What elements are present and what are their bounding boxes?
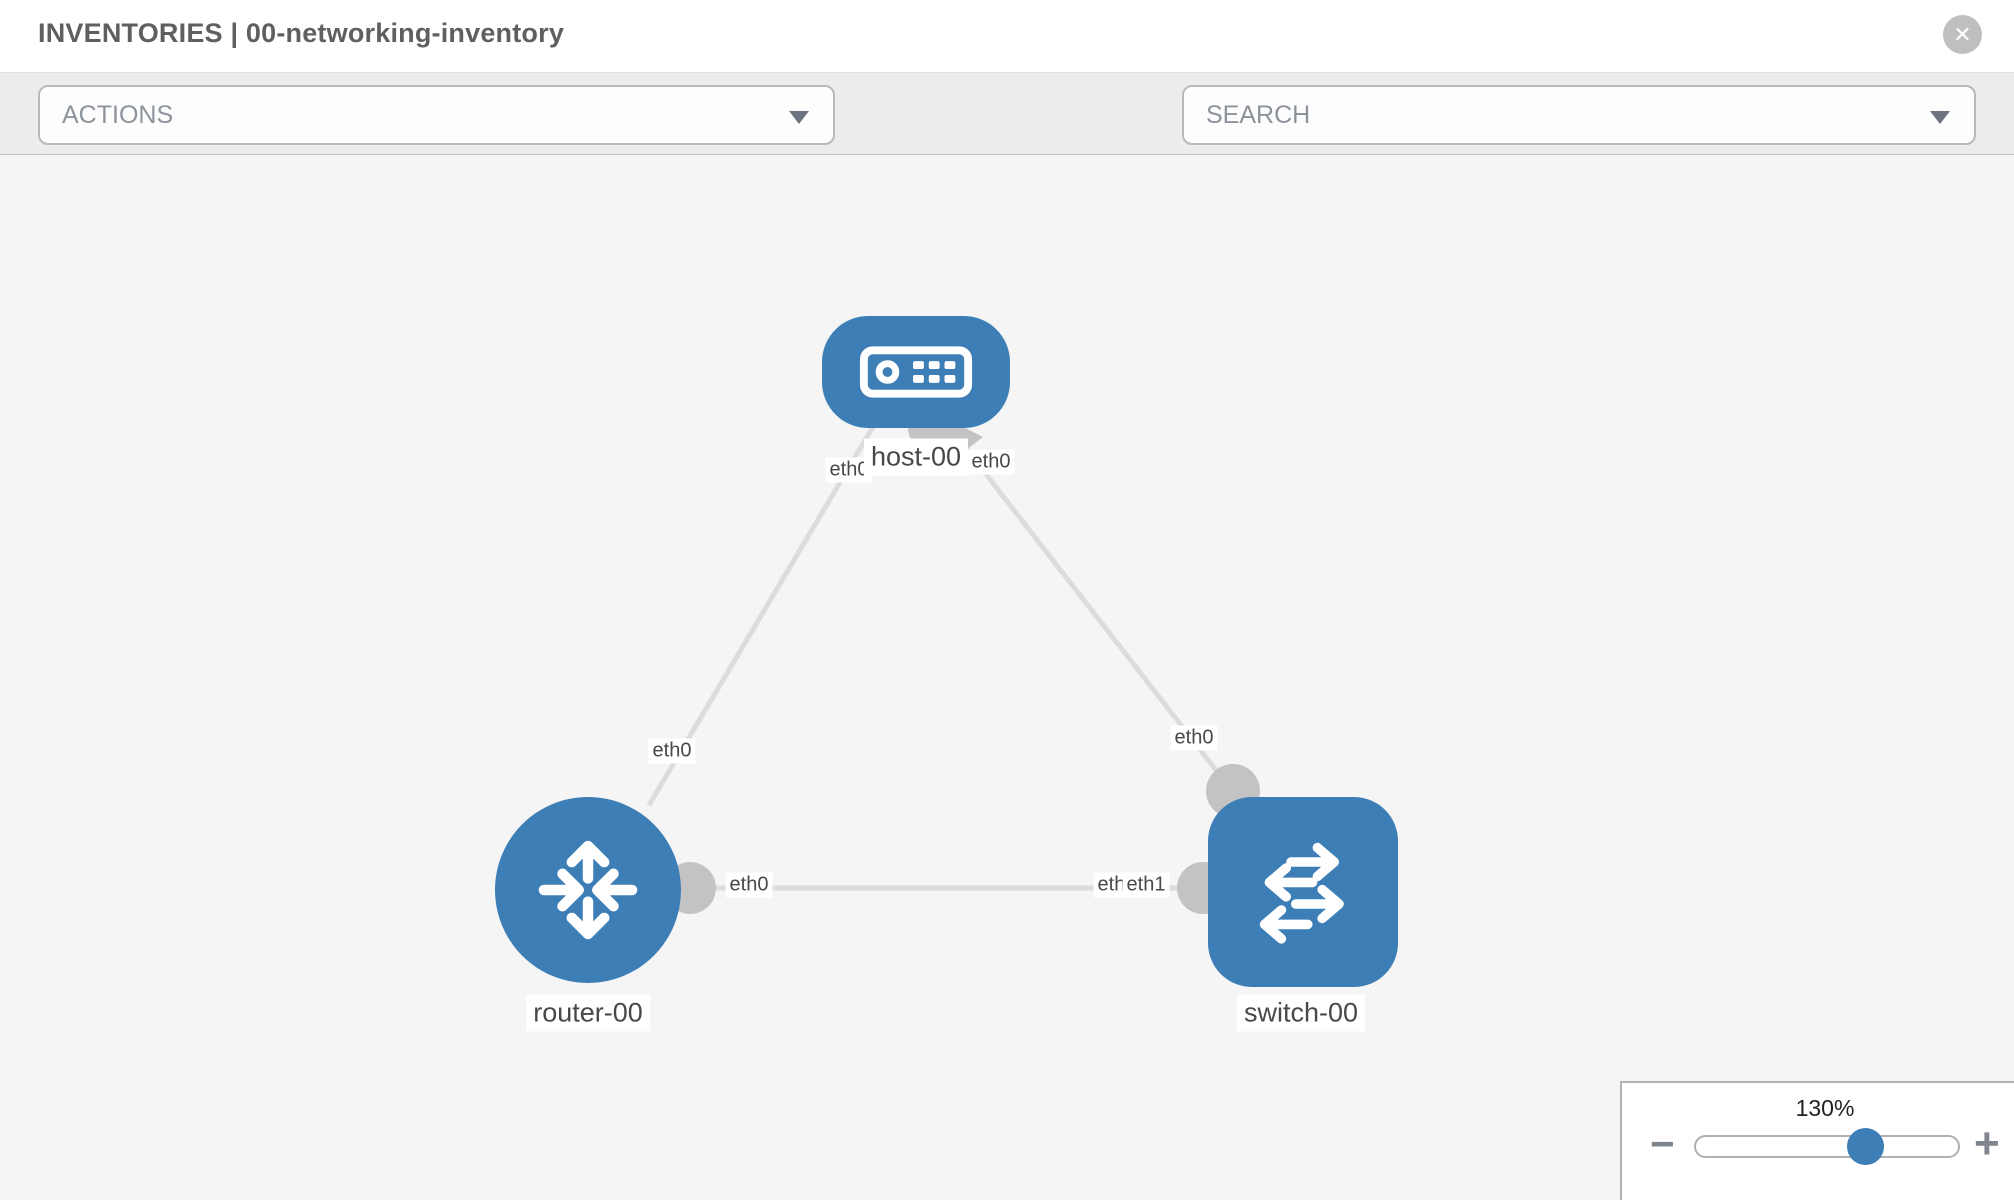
page-title: INVENTORIES | 00-networking-inventory	[38, 18, 565, 48]
chevron-down-icon	[1930, 111, 1950, 124]
close-icon[interactable]: ✕	[1943, 15, 1982, 54]
search-placeholder: SEARCH	[1206, 100, 1311, 129]
interface-label-eth0: eth0	[725, 872, 773, 898]
node-label-router-00: router-00	[526, 994, 650, 1032]
zoom-slider-thumb[interactable]	[1847, 1128, 1884, 1165]
interface-label-eth0: eth0	[648, 738, 696, 764]
switch-icon	[1259, 842, 1344, 944]
node-label-switch-00: switch-00	[1236, 994, 1366, 1032]
node-host-00[interactable]	[822, 316, 1010, 428]
interface-label-eth0: eth0	[1170, 725, 1218, 751]
chevron-down-icon	[789, 111, 809, 124]
actions-dropdown[interactable]: ACTIONS	[38, 85, 835, 145]
search-dropdown[interactable]: SEARCH	[1182, 85, 1976, 145]
router-icon	[538, 840, 638, 940]
node-label-host-00: host-00	[863, 438, 969, 476]
zoom-slider-track[interactable]	[1694, 1135, 1960, 1158]
node-switch-00[interactable]	[1208, 797, 1398, 987]
header: INVENTORIES | 00-networking-inventory ✕	[0, 0, 2014, 72]
interface-label-eth1: eth1	[1122, 872, 1170, 898]
host-icon	[859, 346, 973, 398]
zoom-level-label: 130%	[1795, 1095, 1855, 1121]
toolbar: ACTIONS SEARCH	[0, 72, 2014, 207]
zoom-control-panel: 130% − +	[1620, 1081, 2014, 1200]
topology-canvas[interactable]	[0, 155, 2014, 1200]
zoom-out-button[interactable]: −	[1650, 1120, 1675, 1167]
node-router-00[interactable]	[495, 797, 681, 983]
actions-dropdown-value: ACTIONS	[62, 100, 174, 129]
interface-label-eth0: eth0	[967, 449, 1015, 475]
zoom-in-button[interactable]: +	[1974, 1119, 2000, 1168]
